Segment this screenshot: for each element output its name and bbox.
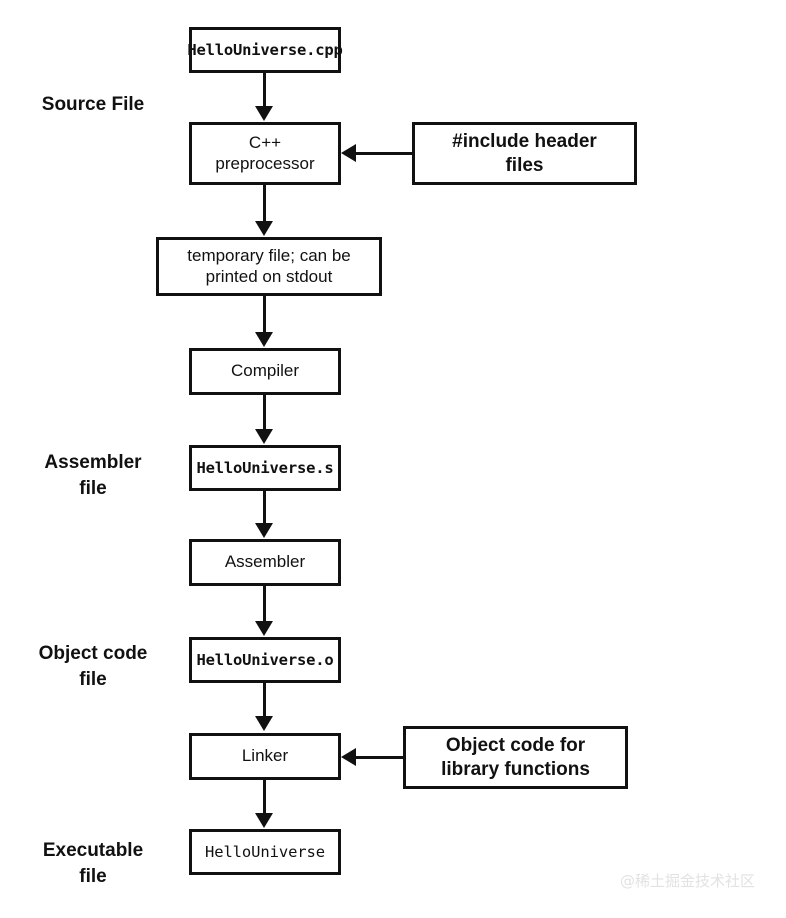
- arrowhead-library-to-linker: [341, 748, 356, 766]
- connector-linker-to-executable: [263, 780, 266, 814]
- stage-label-assembler-file: Assembler file: [44, 452, 142, 499]
- node-assembly-file: HelloUniverse.s: [189, 445, 341, 491]
- node-include-header-files-label: #include header files: [452, 131, 597, 176]
- node-assembler: Assembler: [189, 539, 341, 586]
- arrowhead-source-to-preprocessor: [255, 106, 273, 121]
- arrowhead-preprocessor-to-temporary: [255, 221, 273, 236]
- node-linker-label: Linker: [241, 746, 289, 766]
- stage-label-object-code-file: Object code file: [38, 643, 148, 690]
- node-source-file-label: HelloUniverse.cpp: [187, 40, 343, 59]
- arrowhead-assembly-to-assembler: [255, 523, 273, 538]
- arrowhead-object-to-linker: [255, 716, 273, 731]
- connector-temporary-to-compiler: [263, 296, 266, 333]
- arrowhead-compiler-to-assembly: [255, 429, 273, 444]
- node-preprocessor: C++ preprocessor: [189, 122, 341, 185]
- arrowhead-temporary-to-compiler: [255, 332, 273, 347]
- node-object-file: HelloUniverse.o: [189, 637, 341, 683]
- node-library-object-code-label: Object code for library functions: [441, 735, 590, 780]
- connector-assembly-to-assembler: [263, 491, 266, 524]
- node-object-file-label: HelloUniverse.o: [196, 650, 334, 669]
- connector-library-to-linker: [356, 756, 403, 759]
- connector-preprocessor-to-temporary: [263, 185, 266, 222]
- node-preprocessor-label: C++ preprocessor: [215, 132, 315, 173]
- node-executable-file-label: HelloUniverse: [204, 842, 325, 861]
- connector-assembler-to-object: [263, 586, 266, 622]
- connector-compiler-to-assembly: [263, 395, 266, 430]
- node-compiler: Compiler: [189, 348, 341, 395]
- connector-source-to-preprocessor: [263, 73, 266, 107]
- node-source-file: HelloUniverse.cpp: [187, 27, 343, 73]
- stage-label-executable-file: Executable file: [42, 840, 144, 887]
- node-temporary-file: temporary file; can be printed on stdout: [156, 237, 382, 296]
- connector-include-to-preprocessor: [356, 152, 412, 155]
- node-assembly-file-label: HelloUniverse.s: [196, 458, 334, 477]
- node-executable-file: HelloUniverse: [189, 829, 341, 875]
- node-assembler-label: Assembler: [224, 552, 306, 572]
- node-linker: Linker: [189, 733, 341, 780]
- node-compiler-label: Compiler: [230, 361, 300, 381]
- watermark: @稀土掘金技术社区: [620, 872, 756, 890]
- arrowhead-include-to-preprocessor: [341, 144, 356, 162]
- stage-label-source-file: Source File: [41, 94, 145, 115]
- connector-object-to-linker: [263, 683, 266, 717]
- node-temporary-file-label: temporary file; can be printed on stdout: [187, 245, 351, 286]
- node-library-object-code: Object code for library functions: [403, 726, 628, 789]
- arrowhead-linker-to-executable: [255, 813, 273, 828]
- arrowhead-assembler-to-object: [255, 621, 273, 636]
- node-include-header-files: #include header files: [412, 122, 637, 185]
